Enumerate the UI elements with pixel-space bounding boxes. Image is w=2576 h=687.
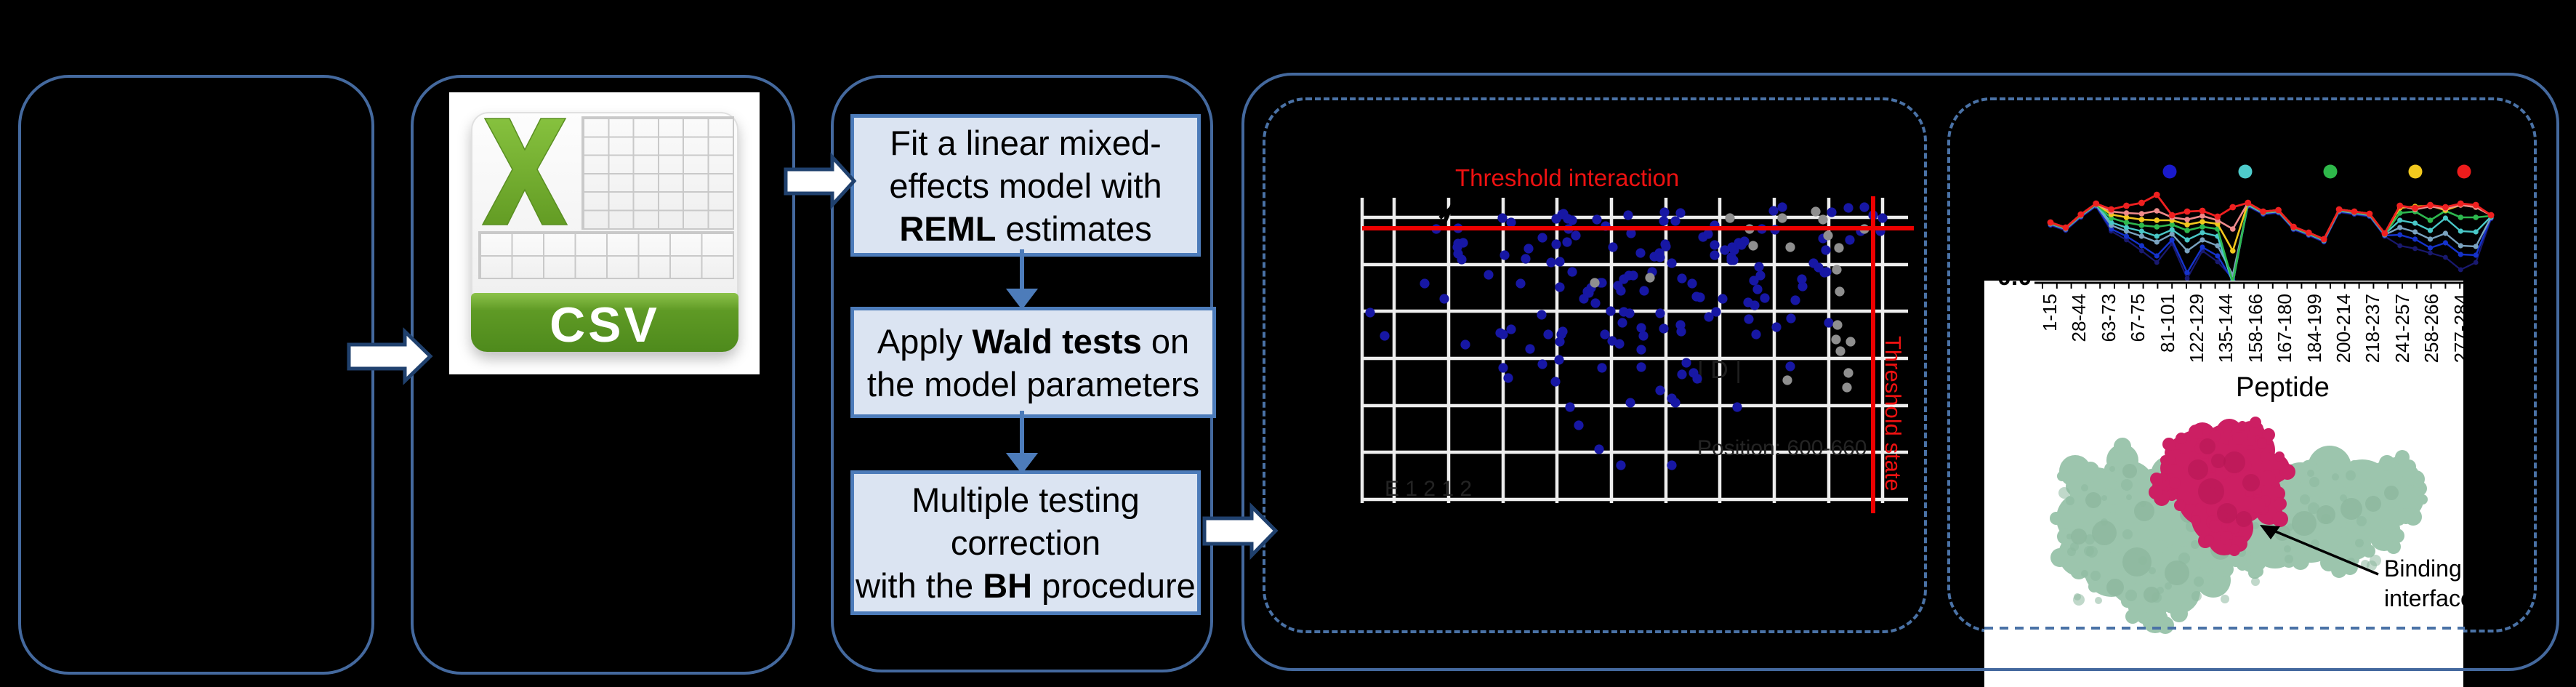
svg-text:67-75: 67-75 (2127, 294, 2149, 342)
svg-text:Threshold state: Threshold state (1880, 336, 1906, 491)
svg-text:Position: 600-660: Position: 600-660 (1697, 436, 1867, 460)
svg-text:1-15: 1-15 (2039, 294, 2061, 332)
svg-text:158-166: 158-166 (2245, 294, 2266, 363)
svg-text:200-214: 200-214 (2333, 294, 2354, 363)
svg-text:218-237: 218-237 (2362, 294, 2383, 363)
svg-text:167-180: 167-180 (2274, 294, 2295, 363)
svg-text:| D |: | D | (1697, 356, 1742, 384)
svg-text:184-199: 184-199 (2303, 294, 2325, 363)
svg-text:135-144: 135-144 (2215, 294, 2237, 363)
svg-text:277-284: 277-284 (2450, 294, 2472, 363)
svg-text:E 1 2 1 2: E 1 2 1 2 (1385, 477, 1472, 501)
svg-text:122-129: 122-129 (2186, 294, 2207, 363)
svg-text:258-266: 258-266 (2420, 294, 2442, 363)
svg-text:63-73: 63-73 (2098, 294, 2120, 342)
svg-text:Threshold interaction: Threshold interaction (1455, 164, 1679, 191)
svg-text:81-101: 81-101 (2157, 294, 2178, 353)
svg-text:241-257: 241-257 (2391, 294, 2413, 363)
svg-text:28-44: 28-44 (2068, 294, 2090, 342)
